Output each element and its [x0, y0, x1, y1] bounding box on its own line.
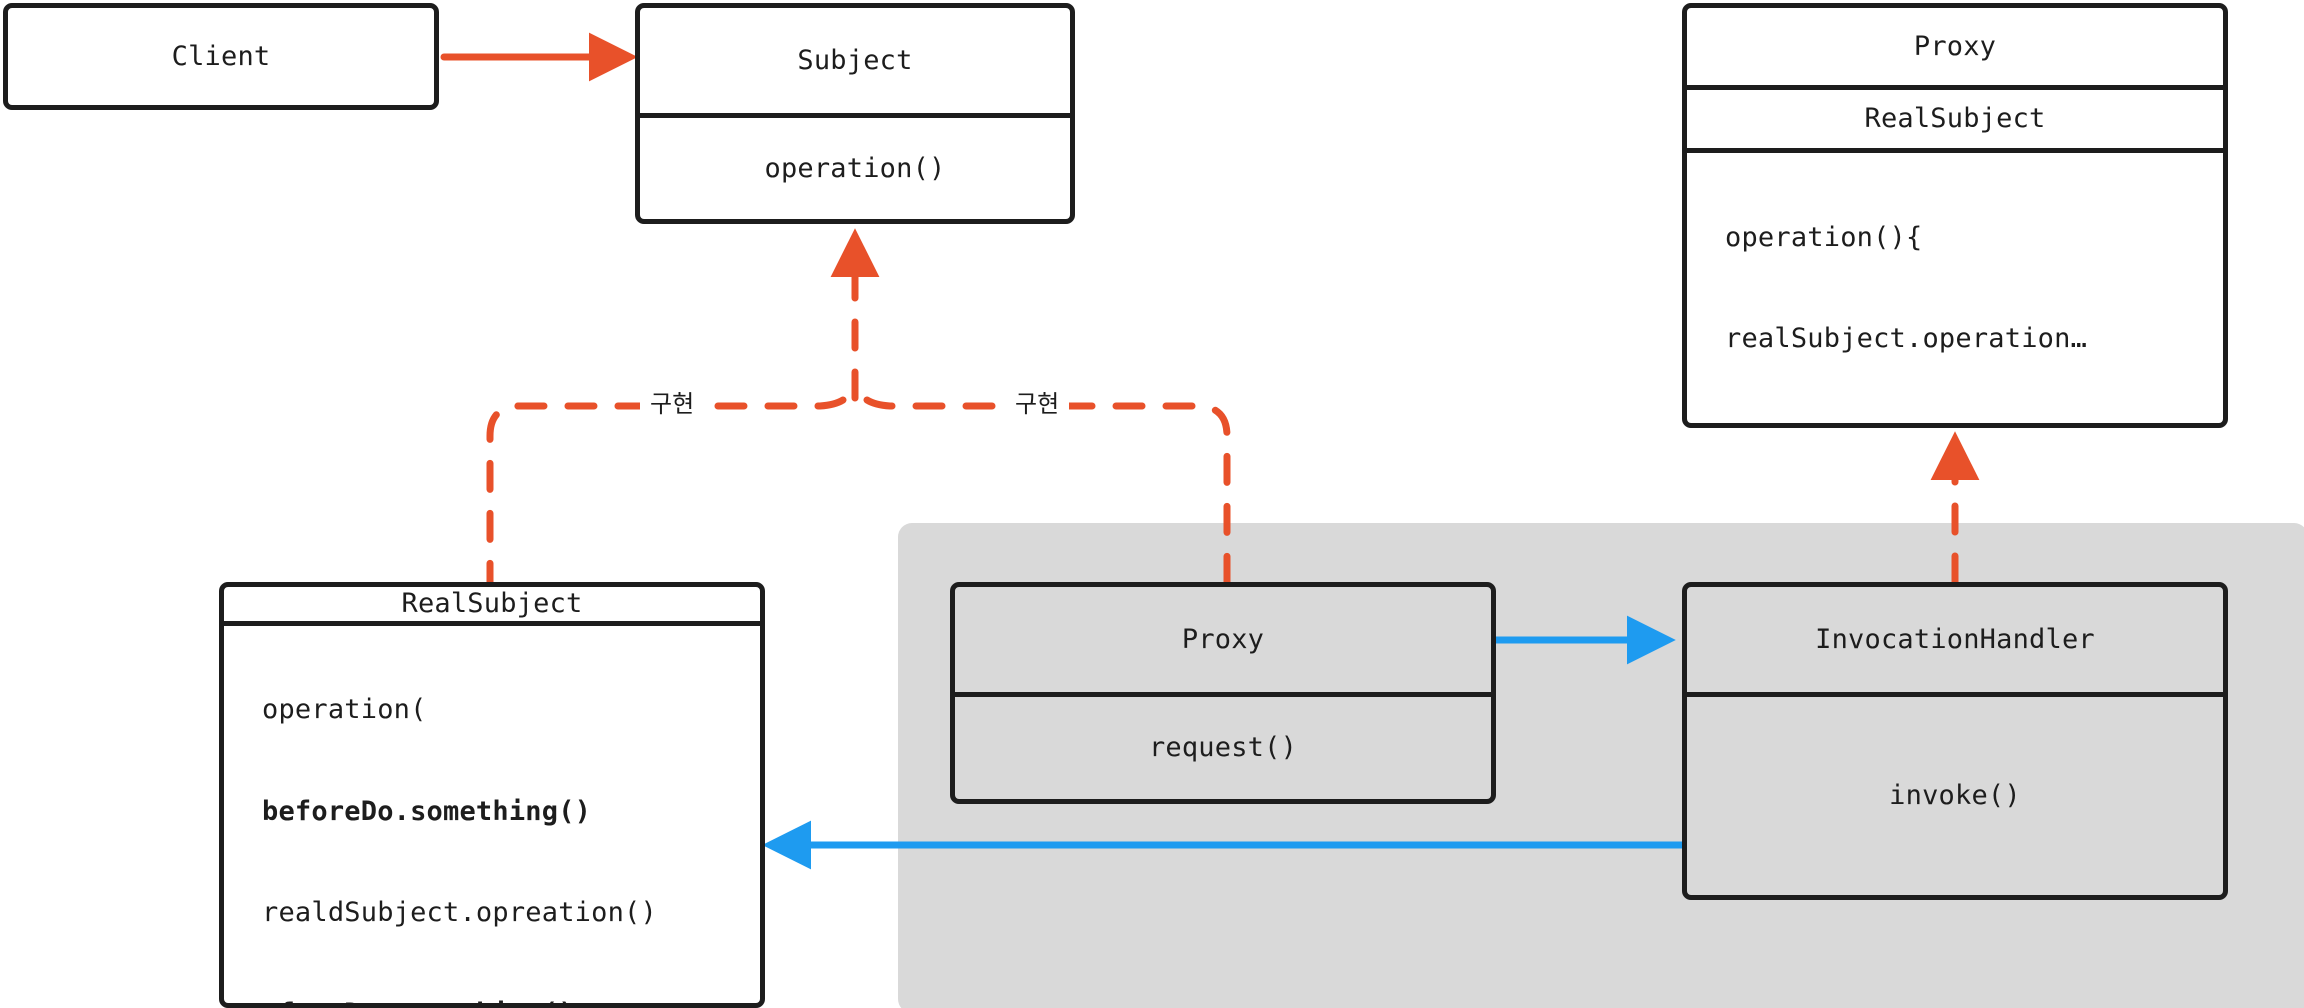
class-name-proxy-top: Proxy — [1687, 8, 2223, 91]
edge-label-realize-left: 구현 — [640, 392, 705, 416]
class-code-realsubject: operation( beforeDo.something() realdSub… — [224, 626, 760, 1003]
class-operation-proxy: request() — [1148, 732, 1298, 764]
class-name-realsubject: RealSubject — [224, 587, 760, 626]
code-line: beforeDo.something() — [262, 795, 592, 827]
code-line: realSubject.operation… — [1725, 322, 2088, 354]
edge-label-realize-right: 구현 — [1005, 392, 1070, 416]
class-operation-invoke: invoke() — [1889, 780, 2021, 812]
class-name-invocationhandler: InvocationHandler — [1687, 587, 2223, 697]
code-line: afterDo.something()… — [262, 997, 657, 1003]
edge-realize-branch-left — [486, 396, 847, 586]
class-name-realsubject-top: RealSubject — [1687, 90, 2223, 153]
code-line: realdSubject.opreation() — [262, 896, 657, 928]
class-name-proxy: Proxy — [955, 587, 1491, 697]
class-box-client[interactable]: Client — [3, 3, 439, 110]
class-box-proxy[interactable]: Proxy request() — [950, 582, 1496, 804]
class-box-realsubject[interactable]: RealSubject operation( beforeDo.somethin… — [219, 582, 765, 1008]
code-line: operation(){ — [1725, 221, 1923, 253]
class-operation-subject: operation() — [764, 152, 946, 184]
class-name-client: Client — [171, 40, 271, 72]
class-code-proxy-realsubject: operation(){ realSubject.operation… — [1687, 153, 2223, 423]
class-box-invocationhandler[interactable]: InvocationHandler invoke() — [1682, 582, 2228, 900]
class-box-proxy-realsubject[interactable]: Proxy RealSubject operation(){ realSubje… — [1682, 3, 2228, 428]
code-line: operation( — [262, 694, 427, 726]
class-name-subject: Subject — [640, 8, 1070, 118]
class-box-subject[interactable]: Subject operation() — [635, 3, 1075, 224]
